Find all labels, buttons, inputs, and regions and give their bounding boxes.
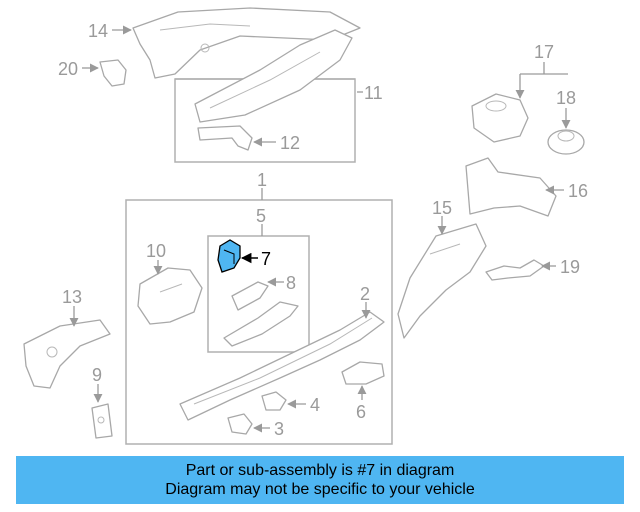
part-14-apron-upper <box>132 7 361 79</box>
callout-13: 13 <box>62 287 82 307</box>
part-11-upper-rail <box>194 29 353 123</box>
callout-17: 17 <box>534 42 554 62</box>
callout-8: 8 <box>286 273 296 293</box>
banner-line-1: Part or sub-assembly is #7 in diagram <box>185 462 455 479</box>
part-6-bracket <box>341 361 385 385</box>
callout-11: 11 <box>364 83 383 103</box>
callout-15: 15 <box>432 198 452 218</box>
part-20-bracket <box>99 59 127 87</box>
callout-6: 6 <box>356 402 366 422</box>
parts-diagram: 14 20 11 12 17 18 16 15 19 13 9 1 5 10 7… <box>23 7 588 445</box>
part-16-side-panel <box>465 157 557 217</box>
callout-1: 1 <box>257 170 267 190</box>
callout-19: 19 <box>560 257 580 277</box>
part-19-bracket <box>485 259 545 281</box>
callout-7: 7 <box>261 249 271 269</box>
part-3-clip <box>227 413 253 435</box>
part-13-lower-apron <box>23 319 111 389</box>
part-9-plate <box>91 403 113 439</box>
group-box-5 <box>207 235 310 353</box>
part-15-wheelhouse <box>397 223 487 339</box>
part-8-reinforcement <box>231 281 269 311</box>
banner-line-2: Diagram may not be specific to your vehi… <box>165 481 475 498</box>
callout-9: 9 <box>92 365 102 385</box>
callout-20: 20 <box>58 59 78 79</box>
part-4-clip <box>261 391 287 411</box>
callout-18: 18 <box>556 88 576 108</box>
callout-16: 16 <box>568 181 588 201</box>
part-2-lower-rail <box>179 311 385 421</box>
callout-2: 2 <box>360 284 370 304</box>
part-10-inner-panel <box>137 267 203 325</box>
part-12-bracket <box>197 125 253 151</box>
callout-5: 5 <box>256 206 266 226</box>
part-18-mount <box>547 129 585 155</box>
group-box-1 <box>125 199 393 445</box>
callout-3: 3 <box>274 419 284 439</box>
callout-4: 4 <box>310 395 320 415</box>
callout-12: 12 <box>280 133 300 153</box>
part-5-member <box>223 301 299 347</box>
part-17-strut-tower <box>471 93 529 143</box>
callout-14: 14 <box>88 21 108 41</box>
part-7-bracket-highlighted <box>217 239 241 273</box>
callout-10: 10 <box>146 241 166 261</box>
info-banner: Part or sub-assembly is #7 in diagram Di… <box>16 456 624 504</box>
